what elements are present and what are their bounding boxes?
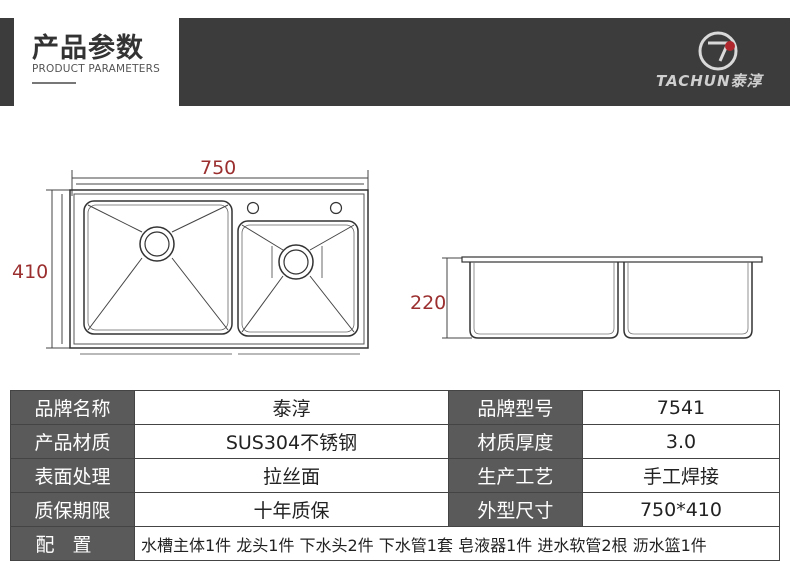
sink-technical-drawing <box>46 170 763 355</box>
right-bowl-crease-br <box>309 275 355 333</box>
title-underline <box>32 82 76 84</box>
right-drain-outer <box>278 244 314 280</box>
config-value: 水槽主体1件 龙头1件 下水头2件 下水管1套 皂液器1件 进水软管2根 沥水篮… <box>134 526 780 561</box>
table-row: 品牌名称 泰淳 品牌型号 7541 <box>10 390 781 425</box>
faucet-hole-right <box>329 201 343 215</box>
table-row: 配置 水槽主体1件 龙头1件 下水头2件 下水管1套 皂液器1件 进水软管2根 … <box>10 526 780 561</box>
right-bowl-crease-tr <box>309 224 355 251</box>
brand-logo-text: TACHUN泰淳 <box>656 72 763 90</box>
brand-name-value: 泰淳 <box>134 390 449 425</box>
surface-label: 表面处理 <box>10 458 135 493</box>
page-subtitle: PRODUCT PARAMETERS <box>32 63 160 75</box>
parameter-table: 品牌名称 泰淳 品牌型号 7541 产品材质 SUS304不锈钢 材质厚度 3.… <box>10 390 781 561</box>
logo-mark <box>708 41 731 62</box>
page-title: 产品参数 <box>32 33 144 64</box>
side-right-bowl-inner <box>627 262 749 335</box>
surface-value: 拉丝面 <box>134 458 449 493</box>
left-drain-inner <box>144 231 170 257</box>
left-bowl-crease-tl <box>87 204 143 233</box>
right-bowl-crease-bl <box>241 275 284 333</box>
right-bowl <box>237 220 359 337</box>
material-label: 产品材质 <box>10 424 135 459</box>
left-bowl-crease-tr <box>171 204 229 233</box>
left-bowl <box>83 200 233 335</box>
thickness-value: 3.0 <box>581 424 781 459</box>
table-row: 表面处理 拉丝面 生产工艺 手工焊接 <box>10 458 781 493</box>
header-title-tab <box>14 10 179 108</box>
brand-name-label: 品牌名称 <box>10 390 135 425</box>
left-drain-outer <box>139 226 175 262</box>
height-dimension-label: 410 <box>12 261 49 283</box>
left-bowl-crease-br <box>171 257 229 331</box>
brand-model-label: 品牌型号 <box>447 390 583 425</box>
material-value: SUS304不锈钢 <box>134 424 449 459</box>
process-value: 手工焊接 <box>581 458 781 493</box>
right-bowl-inner <box>241 224 355 333</box>
warranty-value: 十年质保 <box>134 492 449 527</box>
side-left-bowl <box>469 262 619 339</box>
sink-inner-outline <box>73 193 365 345</box>
brand-model-value: 7541 <box>581 390 781 425</box>
right-bowl-crease-tl <box>241 224 284 251</box>
process-label: 生产工艺 <box>447 458 583 493</box>
right-drain-inner <box>283 249 309 275</box>
left-bowl-inner <box>87 204 229 331</box>
side-rim <box>461 256 763 263</box>
width-dimension-label: 750 <box>200 157 237 179</box>
warranty-label: 质保期限 <box>10 492 135 527</box>
config-label: 配置 <box>10 526 135 561</box>
logo-ring <box>698 31 738 71</box>
left-bowl-crease-bl <box>87 257 143 331</box>
thickness-label: 材质厚度 <box>447 424 583 459</box>
dimensions-value: 750*410 <box>581 492 781 527</box>
faucet-hole-left <box>246 201 260 215</box>
side-right-bowl <box>623 262 753 339</box>
header-notch <box>179 10 187 18</box>
table-row: 产品材质 SUS304不锈钢 材质厚度 3.0 <box>10 424 781 459</box>
brand-logo <box>698 31 738 71</box>
sink-outline <box>69 189 369 349</box>
logo-dot <box>725 41 735 51</box>
dimensions-label: 外型尺寸 <box>447 492 583 527</box>
depth-dimension-label: 220 <box>410 292 447 314</box>
side-left-bowl-inner <box>473 262 615 335</box>
table-row: 质保期限 十年质保 外型尺寸 750*410 <box>10 492 781 527</box>
